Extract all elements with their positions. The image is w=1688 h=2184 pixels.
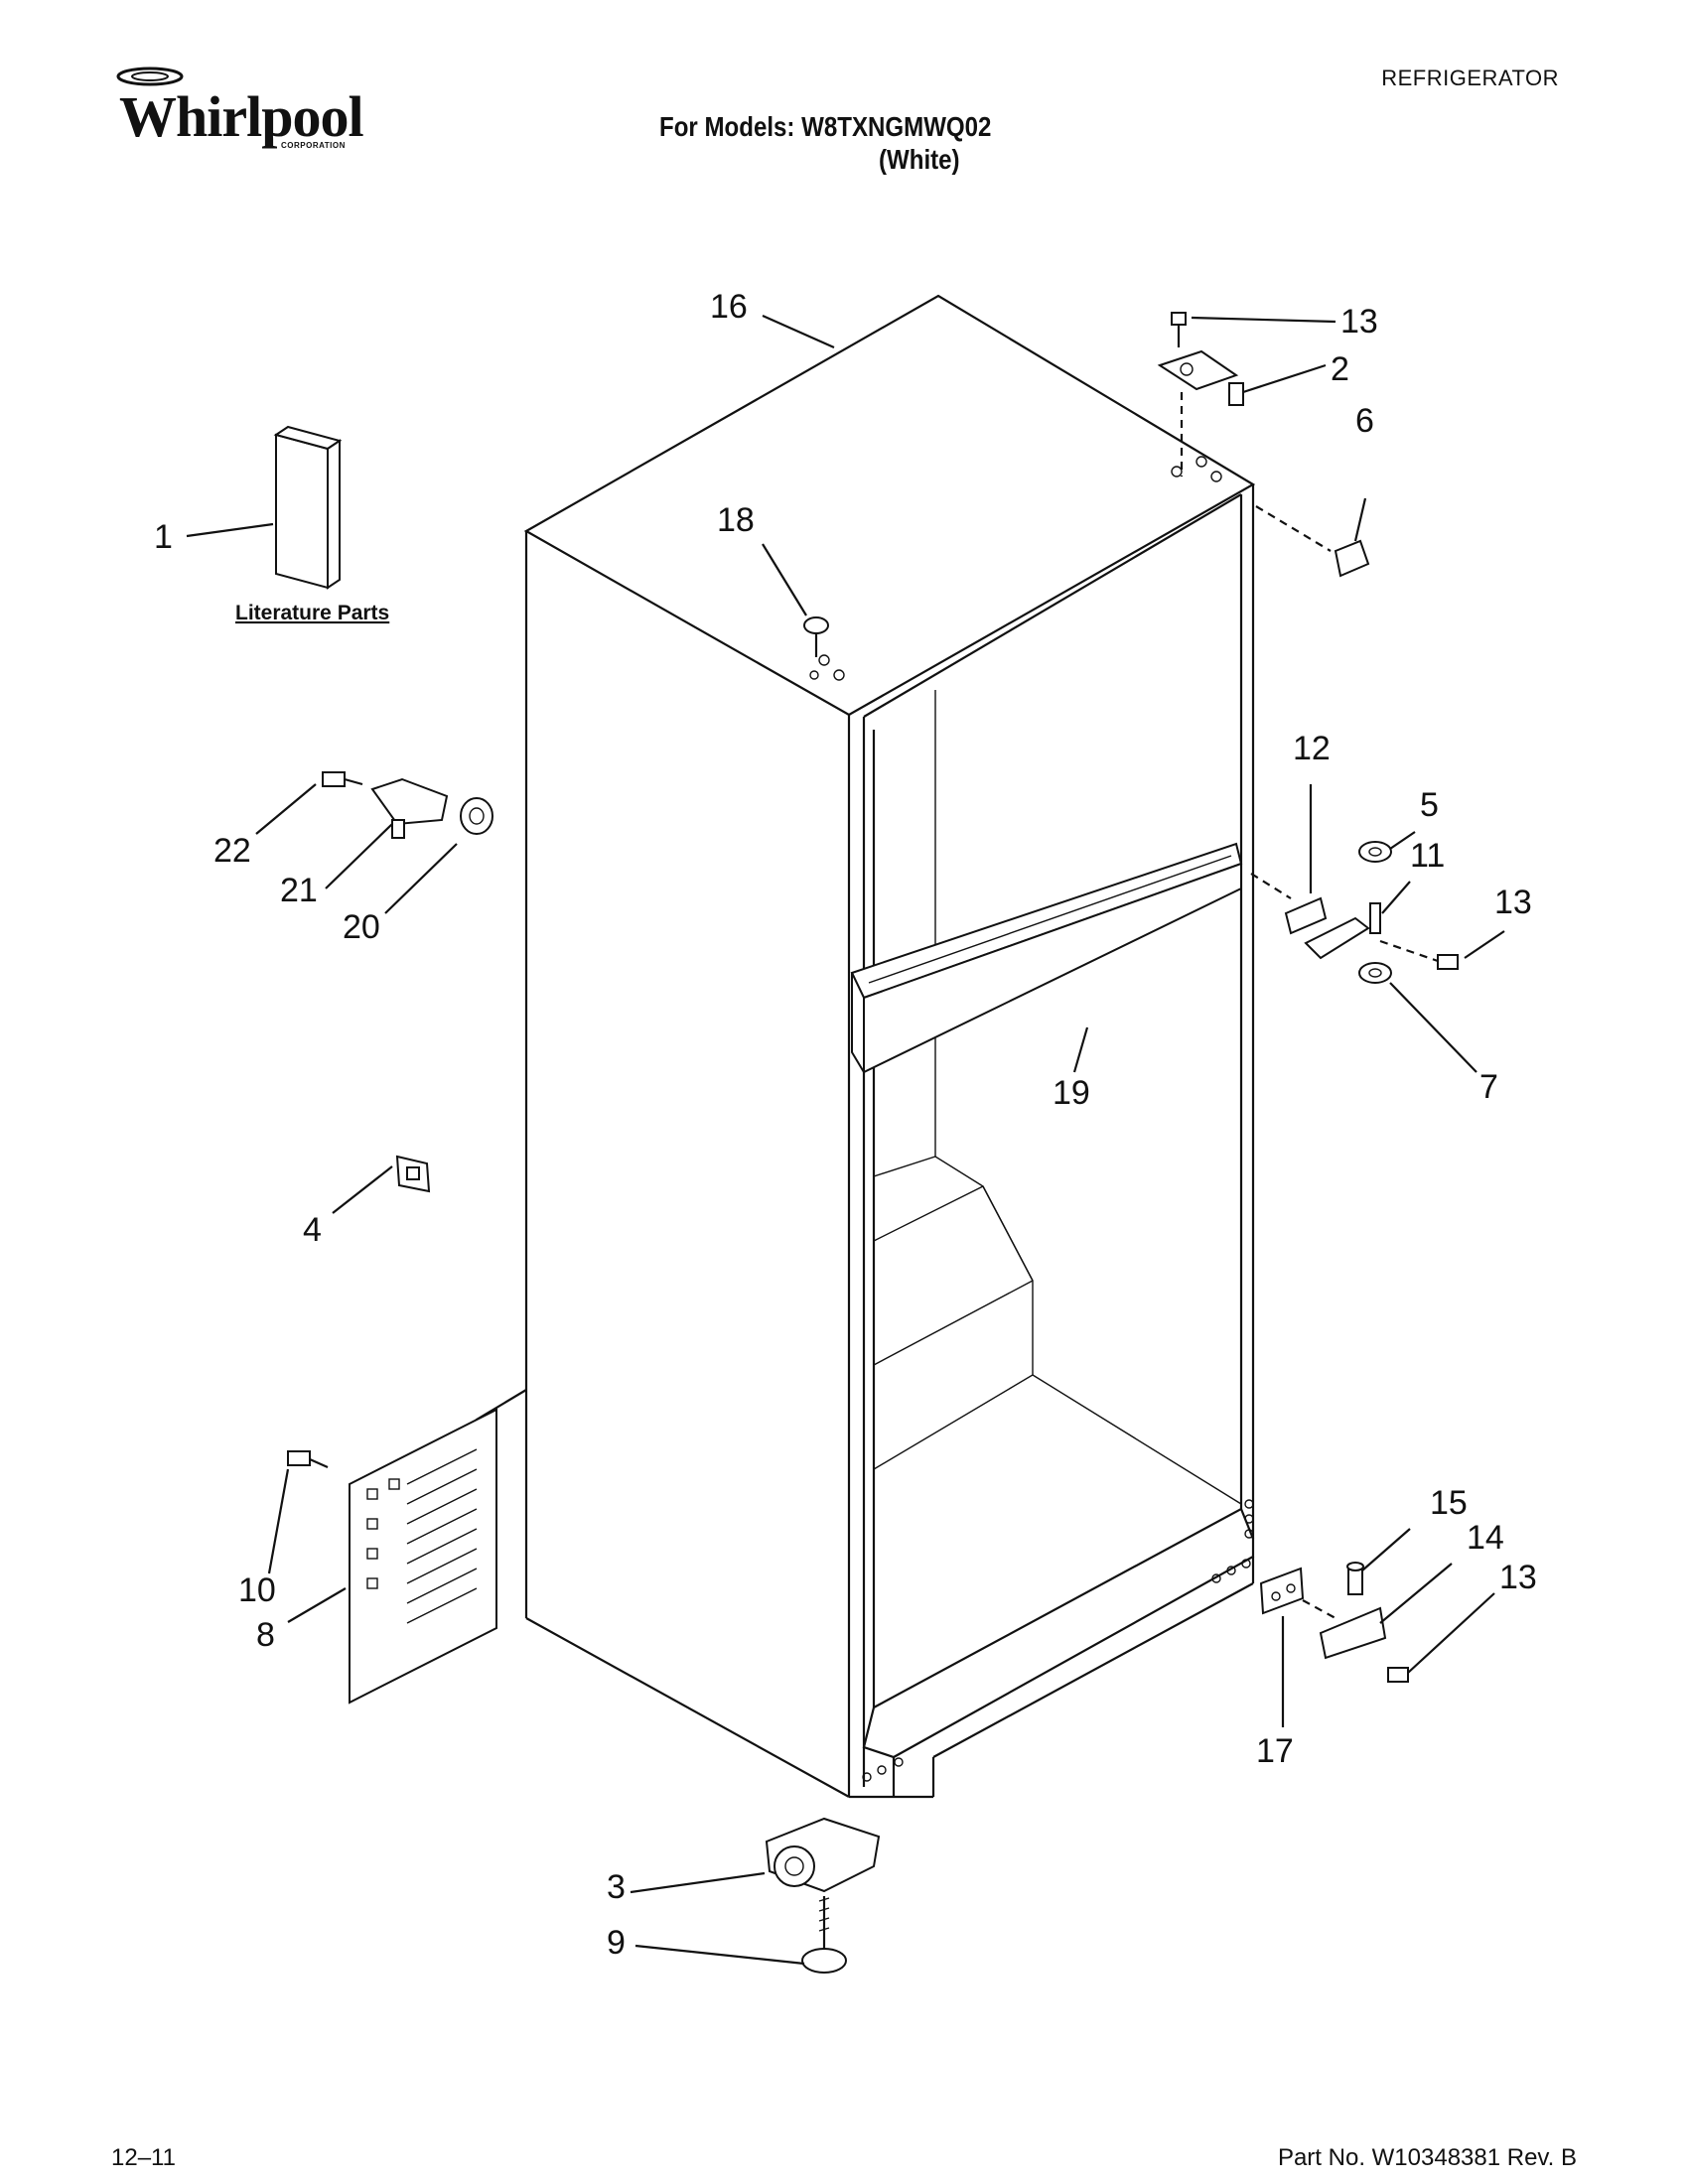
part-mullion-bar [850, 842, 1243, 1076]
callout-6: 6 [1355, 402, 1374, 440]
callout-4: 4 [303, 1211, 322, 1249]
callout-5: 5 [1420, 786, 1439, 824]
callout-8: 8 [256, 1616, 275, 1654]
callout-9: 9 [607, 1924, 626, 1962]
swirl-icon [116, 67, 184, 86]
callout-7: 7 [1479, 1068, 1498, 1106]
color-line: (White) [879, 144, 960, 175]
revision-date: 12–11 [111, 2144, 176, 2171]
callout-13-bottom: 13 [1499, 1559, 1537, 1596]
callout-2: 2 [1331, 350, 1349, 388]
callout-17: 17 [1256, 1732, 1294, 1770]
callout-22: 22 [213, 832, 251, 870]
callout-3: 3 [607, 1868, 626, 1906]
callout-15: 15 [1430, 1484, 1468, 1522]
part-literature-booklet [273, 425, 343, 590]
part-water-valve [322, 771, 493, 839]
callout-20: 20 [343, 908, 380, 946]
callout-1: 1 [154, 518, 173, 556]
part-center-hinge [1250, 841, 1459, 984]
callout-18: 18 [717, 501, 755, 539]
callout-19: 19 [1053, 1074, 1090, 1112]
part-number: Part No. W10348381 Rev. B [1277, 2144, 1577, 2171]
callout-12: 12 [1293, 730, 1331, 767]
callout-leaders [186, 314, 1505, 1966]
callout-14: 14 [1467, 1519, 1504, 1557]
callout-21: 21 [280, 872, 318, 909]
part-top-hinge [1157, 312, 1244, 477]
callout-13-top: 13 [1340, 303, 1378, 341]
brand-name: Whirlpool [119, 84, 364, 149]
cabinet-body [466, 294, 1256, 1799]
callout-10: 10 [238, 1571, 276, 1609]
callout-11: 11 [1410, 837, 1445, 875]
product-category: REFRIGERATOR [1381, 66, 1559, 90]
callout-numbers: 1 2 3 4 5 6 7 8 9 10 11 12 13 13 13 14 1… [154, 288, 1537, 1962]
part-hinge-cap [1255, 505, 1370, 578]
literature-parts-label: Literature Parts [235, 602, 389, 624]
whirlpool-logo: Whirlpool CORPORATION [111, 60, 379, 159]
part-clip [395, 1155, 431, 1193]
callout-13-middle: 13 [1494, 884, 1532, 921]
models-line: For Models: W8TXNGMWQ02 [659, 111, 992, 142]
part-plug [803, 616, 829, 657]
part-rear-access-panel [287, 1408, 497, 1705]
part-bottom-hinge [1259, 1562, 1409, 1683]
part-roller-and-leveler [765, 1817, 881, 1974]
callout-16: 16 [710, 288, 748, 326]
brand-corporation: CORPORATION [281, 141, 346, 150]
